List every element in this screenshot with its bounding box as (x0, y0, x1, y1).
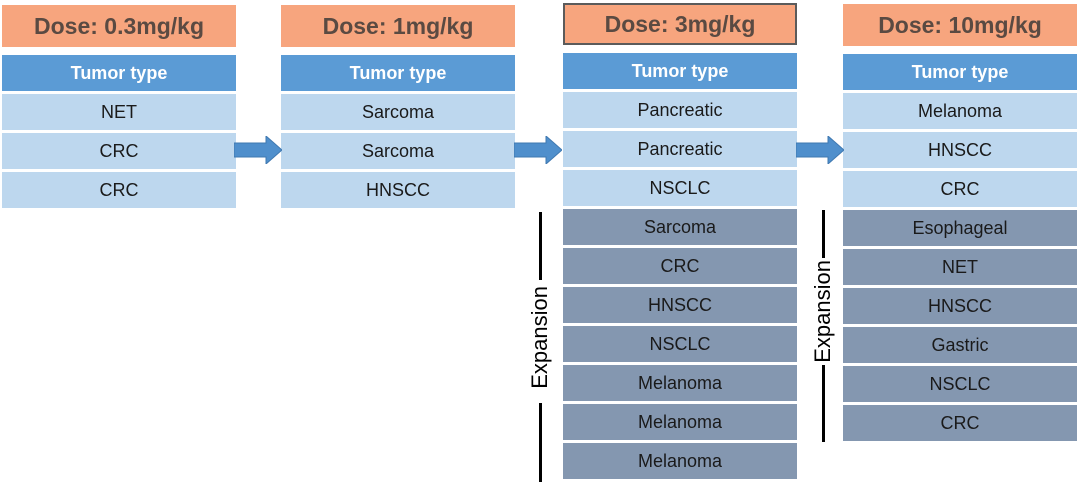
tumor-row: CRC (2, 133, 236, 169)
expansion-label: Expansion (810, 260, 835, 363)
tumor-row: Pancreatic (563, 92, 797, 128)
tumor-row: Sarcoma (281, 133, 515, 169)
tumor-row: Melanoma (843, 93, 1077, 129)
expansion-tumor-row: NET (843, 249, 1077, 285)
dose-label: Dose: 3mg/kg (563, 3, 797, 45)
expansion-tumor-row: CRC (563, 248, 797, 284)
tumor-row: HNSCC (843, 132, 1077, 168)
expansion-bracket-3mg: Expansion (525, 212, 555, 482)
tumor-row: NSCLC (563, 170, 797, 206)
tumor-row: NET (2, 94, 236, 130)
expansion-tumor-row: HNSCC (563, 287, 797, 323)
dose-label: Dose: 10mg/kg (843, 4, 1077, 46)
expansion-tumor-row: HNSCC (843, 288, 1077, 324)
arrow-icon (513, 134, 563, 166)
arrow-icon (233, 134, 283, 166)
tumor-type-header: Tumor type (843, 54, 1077, 90)
expansion-tumor-row: Melanoma (563, 443, 797, 479)
expansion-tumor-row: NSCLC (843, 366, 1077, 402)
dose-label: Dose: 1mg/kg (281, 5, 515, 47)
tumor-type-header: Tumor type (563, 53, 797, 89)
arrow-icon (795, 134, 845, 166)
expansion-tumor-row: Esophageal (843, 210, 1077, 246)
expansion-tumor-row: Melanoma (563, 404, 797, 440)
expansion-label: Expansion (527, 286, 552, 389)
tumor-type-header: Tumor type (281, 55, 515, 91)
expansion-tumor-row: Sarcoma (563, 209, 797, 245)
tumor-row: HNSCC (281, 172, 515, 208)
tumor-row: CRC (843, 171, 1077, 207)
expansion-tumor-row: CRC (843, 405, 1077, 441)
tumor-row: CRC (2, 172, 236, 208)
tumor-row: Sarcoma (281, 94, 515, 130)
expansion-bracket-10mg: Expansion (808, 210, 838, 442)
tumor-row: Pancreatic (563, 131, 797, 167)
tumor-type-header: Tumor type (2, 55, 236, 91)
dose-label: Dose: 0.3mg/kg (2, 5, 236, 47)
expansion-tumor-row: Melanoma (563, 365, 797, 401)
expansion-tumor-row: NSCLC (563, 326, 797, 362)
expansion-tumor-row: Gastric (843, 327, 1077, 363)
